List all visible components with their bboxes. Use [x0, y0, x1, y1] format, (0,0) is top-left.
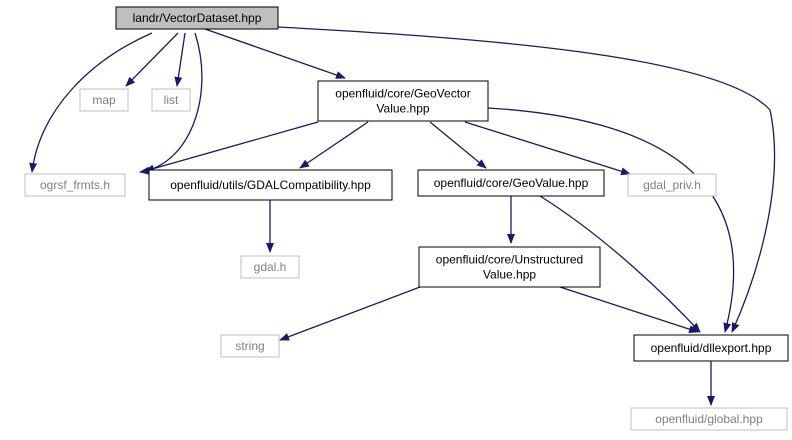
node-ogrsf: ogrsf_frmts.h — [24, 173, 126, 197]
node-label: map — [92, 93, 116, 107]
edge-root-to-list — [174, 32, 186, 87]
edge-unstructured-to-dllexport — [559, 286, 699, 334]
node-label: list — [164, 93, 179, 107]
node-string: string — [220, 334, 280, 358]
node-map: map — [79, 88, 129, 112]
node-box — [317, 80, 489, 122]
node-geovalue[interactable]: openfluid/core/GeoValue.hpp — [417, 169, 605, 197]
edge-geovector-to-ogrsf — [144, 121, 319, 173]
edge-root-to-string — [139, 32, 203, 175]
node-box — [633, 334, 789, 362]
node-label: gdal.h — [254, 260, 287, 274]
edge-geovector-to-gdalcompat — [299, 121, 369, 169]
node-label: openfluid/dllexport.hpp — [651, 341, 772, 355]
node-box — [240, 255, 300, 279]
nodes-layer: landr/VectorDataset.hpp map list openfluid/… — [24, 6, 789, 431]
edge-root-to-geovector — [204, 28, 346, 79]
node-label: string — [235, 339, 264, 353]
edge-root-to-ogrsf — [29, 32, 153, 173]
node-box — [79, 88, 129, 112]
edges-layer — [29, 26, 776, 406]
node-gdalpriv: gdal_priv.h — [627, 173, 717, 197]
node-box — [151, 88, 191, 112]
node-root[interactable]: landr/VectorDataset.hpp — [115, 6, 279, 30]
edge-geovalue-to-dllexport — [539, 195, 701, 333]
node-global: openfluid/global.hpp — [630, 407, 788, 431]
edge-root-to-map — [125, 32, 179, 87]
node-box — [630, 407, 788, 431]
node-label: openfluid/global.hpp — [655, 412, 763, 426]
node-box — [627, 173, 717, 197]
edge-geovector-to-dllexport — [487, 107, 735, 333]
node-list: list — [151, 88, 191, 112]
edge-unstructured-to-string — [279, 286, 421, 341]
node-gdalh: gdal.h — [240, 255, 300, 279]
node-label: openfluid/core/GeoVector — [335, 87, 470, 101]
node-label: landr/VectorDataset.hpp — [133, 11, 262, 25]
node-box — [220, 334, 280, 358]
node-box — [24, 173, 126, 197]
node-box — [418, 246, 601, 288]
node-label: Value.hpp — [376, 102, 429, 116]
node-label: openfluid/utils/GDALCompatibility.hpp — [170, 178, 371, 192]
node-label: gdal_priv.h — [643, 178, 701, 192]
node-label: Value.hpp — [483, 268, 536, 282]
node-label: ogrsf_frmts.h — [40, 178, 110, 192]
edge-root-to-dllexport — [277, 26, 776, 333]
edge-geovector-to-geovalue — [429, 121, 487, 169]
node-label: openfluid/core/Unstructured — [436, 253, 583, 267]
node-gdalcompat[interactable]: openfluid/utils/GDALCompatibility.hpp — [148, 169, 393, 201]
node-box — [148, 169, 393, 201]
node-label: openfluid/core/GeoValue.hpp — [434, 176, 589, 190]
node-box — [115, 6, 279, 30]
edge-geovector-to-gdalpriv — [464, 121, 631, 176]
node-dllexport[interactable]: openfluid/dllexport.hpp — [633, 334, 789, 362]
node-box — [417, 169, 605, 197]
